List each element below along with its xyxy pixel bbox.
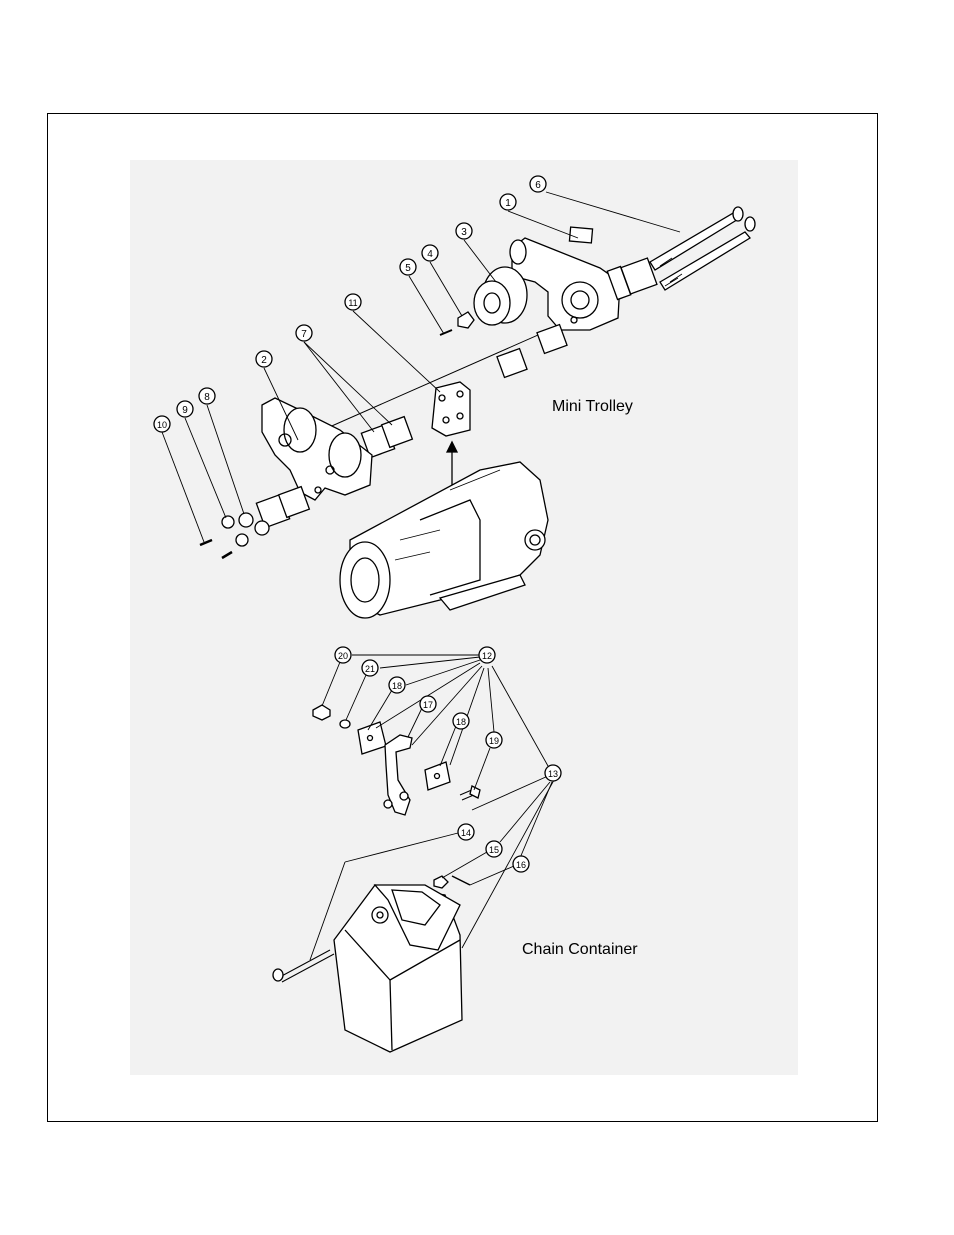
callout-3: 3 (455, 222, 473, 240)
callout-17: 17 (419, 695, 437, 713)
callout-7: 7 (295, 324, 313, 342)
hoist-body (339, 461, 549, 619)
svg-text:21: 21 (365, 664, 375, 674)
callout-11: 11 (344, 293, 362, 311)
chain-guide-assembly (312, 704, 481, 816)
svg-text:7: 7 (301, 329, 307, 340)
callout-10: 10 (153, 415, 171, 433)
callout-5: 5 (399, 258, 417, 276)
mini-trolley-assembly (199, 206, 756, 560)
wheel-part-3 (473, 266, 528, 326)
callout-21: 21 (361, 659, 379, 677)
svg-text:14: 14 (461, 828, 471, 838)
svg-text:18: 18 (392, 681, 402, 691)
hanger-block-part-11 (431, 381, 471, 437)
svg-text:19: 19 (489, 736, 499, 746)
callout-2: 2 (255, 350, 273, 368)
svg-text:12: 12 (482, 651, 492, 661)
callout-12: 12 (478, 646, 496, 664)
leader-lines (161, 191, 681, 961)
svg-text:16: 16 (516, 860, 526, 870)
svg-text:2: 2 (261, 355, 267, 366)
svg-text:11: 11 (348, 298, 357, 308)
side-plate-right (509, 226, 621, 331)
svg-text:1: 1 (505, 198, 511, 209)
callout-18b: 18 (452, 712, 470, 730)
figure-frame (47, 113, 878, 1122)
svg-text:8: 8 (204, 392, 210, 403)
callout-1: 1 (499, 193, 517, 211)
callout-18a: 18 (388, 676, 406, 694)
svg-text:6: 6 (535, 180, 541, 191)
svg-text:3: 3 (461, 227, 467, 238)
svg-text:20: 20 (338, 651, 348, 661)
callout-20: 20 (334, 646, 352, 664)
svg-text:4: 4 (427, 249, 433, 260)
side-plate-left (261, 397, 373, 501)
mini-trolley-label: Mini Trolley (552, 398, 633, 415)
callout-13: 13 (544, 764, 562, 782)
chain-container-label: Chain Container (522, 941, 638, 958)
svg-text:17: 17 (423, 700, 433, 710)
callout-8: 8 (198, 387, 216, 405)
svg-text:5: 5 (405, 263, 411, 274)
illustration-background (130, 160, 798, 1075)
svg-text:15: 15 (489, 845, 499, 855)
callout-6: 6 (529, 175, 547, 193)
svg-text:18: 18 (456, 717, 466, 727)
callout-19: 19 (485, 731, 503, 749)
bolt-part-6 (649, 206, 756, 291)
callout-15: 15 (485, 840, 503, 858)
callout-14: 14 (457, 823, 475, 841)
callout-16: 16 (512, 855, 530, 873)
callouts: 1 2 3 4 5 6 7 8 9 10 11 12 13 14 15 16 1… (153, 175, 562, 873)
svg-text:13: 13 (548, 769, 558, 779)
callout-4: 4 (421, 244, 439, 262)
chain-container (272, 875, 471, 1053)
svg-text:9: 9 (182, 405, 188, 416)
svg-text:10: 10 (157, 420, 167, 430)
callout-9: 9 (176, 400, 194, 418)
